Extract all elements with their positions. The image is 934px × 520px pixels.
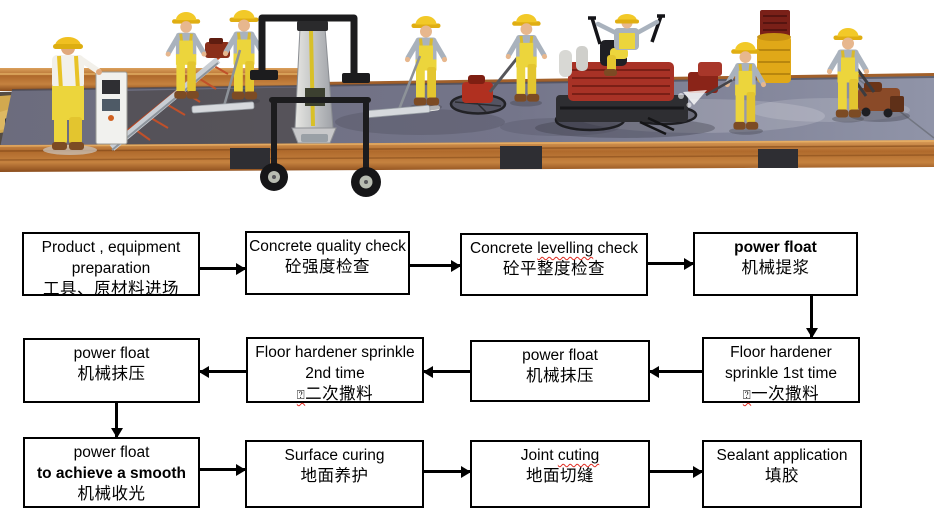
step-label: Floor hardener	[730, 344, 832, 361]
arrow-right-icon	[424, 465, 471, 478]
step-label-zh: 填胶	[765, 467, 799, 485]
arrow-left-icon	[649, 365, 702, 378]
flow-step-power-float-laitance: power float 机械提浆	[693, 232, 858, 296]
arrow-left-icon	[423, 365, 470, 378]
missing-glyph: ⍰	[296, 387, 306, 402]
arrow-right-icon	[200, 463, 246, 476]
step-label: Concrete levelling check	[469, 240, 639, 257]
flow-step-levelling-check: Concrete levelling check 砼平整度检查	[460, 233, 648, 296]
step-label: sprinkle 1st time	[725, 365, 837, 382]
arrow-right-icon	[648, 257, 694, 270]
flow-step-joint-cutting: Joint cuting 地面切缝	[470, 440, 650, 508]
walk-behind-power-trowel	[449, 14, 547, 115]
step-label: Sealant application	[716, 447, 848, 464]
joint-cutting-saw	[840, 58, 934, 139]
step-label: Joint cuting	[520, 447, 600, 464]
step-label: Floor hardener sprinkle	[255, 344, 415, 361]
construction-process-illustration	[0, 0, 934, 220]
flow-step-power-float-press-2: power float 机械抹压	[23, 338, 200, 403]
flow-step-power-float-smooth: power float to achieve a smooth 机械收光	[23, 437, 200, 508]
arrow-right-icon	[200, 262, 246, 275]
step-label-zh: 地面养护	[300, 467, 369, 485]
misspelled-word: cuting	[557, 447, 600, 464]
flow-step-preparation: Product , equipment preparation 工具、原材料进场	[22, 232, 200, 298]
step-label: power float	[734, 239, 817, 256]
step-label-zh: 地面切缝	[526, 467, 594, 485]
worker-curing-sprayer	[678, 42, 766, 135]
flow-step-power-float-press-1: power float 机械抹压	[470, 340, 650, 402]
worker-joint-cutter	[827, 28, 869, 123]
step-label: Concrete quality check	[249, 238, 406, 255]
construction-scene	[0, 0, 934, 197]
step-label: power float	[73, 444, 150, 461]
misspelled-word: levelling	[537, 240, 594, 257]
arrow-right-icon	[410, 259, 461, 272]
worker-bull-float-2	[365, 16, 447, 119]
step-label-zh: ⍰二次撒料	[296, 385, 374, 403]
step-label-zh: 机械抹压	[526, 367, 594, 385]
flow-step-hardener-1st: Floor hardener sprinkle 1st time ⍰一次撒料	[702, 337, 860, 403]
ride-on-power-trowel	[535, 14, 722, 138]
step-label-zh: 工具、原材料进场	[43, 280, 179, 298]
missing-glyph: ⍰	[742, 387, 752, 402]
truss-screed	[95, 38, 230, 151]
step-label-zh: 砼平整度检查	[503, 260, 605, 278]
step-label: to achieve a smooth	[36, 465, 186, 482]
step-label: 2nd time	[305, 365, 365, 382]
arrow-down-icon	[110, 403, 123, 438]
curing-compound-drum	[757, 10, 791, 83]
step-label: preparation	[71, 260, 151, 277]
form-stakes	[230, 146, 798, 169]
flow-step-sealant: Sealant application 填胶	[702, 440, 862, 508]
step-label-zh: 机械提浆	[741, 259, 810, 277]
step-label-zh: 砼强度检查	[285, 258, 370, 276]
step-label: Surface curing	[284, 447, 385, 464]
step-label: Product , equipment	[41, 239, 181, 256]
step-label: power float	[73, 345, 150, 362]
arrow-right-icon	[650, 465, 703, 478]
flow-step-quality-check: Concrete quality check 砼强度检查	[245, 231, 410, 295]
levelling-gantry-machine	[250, 14, 381, 197]
flow-step-hardener-2nd: Floor hardener sprinkle 2nd time ⍰二次撒料	[246, 337, 424, 403]
step-label-zh: 机械抹压	[77, 365, 146, 383]
worker-bull-float-1	[191, 10, 265, 114]
flow-step-surface-curing: Surface curing 地面养护	[245, 440, 424, 508]
arrow-down-icon	[805, 296, 818, 338]
step-label: power float	[522, 347, 598, 364]
worker-ride-on-operator	[588, 14, 665, 76]
step-label-zh: 机械收光	[77, 485, 146, 503]
arrow-left-icon	[199, 365, 246, 378]
worker-foreground	[43, 37, 102, 155]
step-label-zh: ⍰一次撒料	[742, 385, 820, 403]
